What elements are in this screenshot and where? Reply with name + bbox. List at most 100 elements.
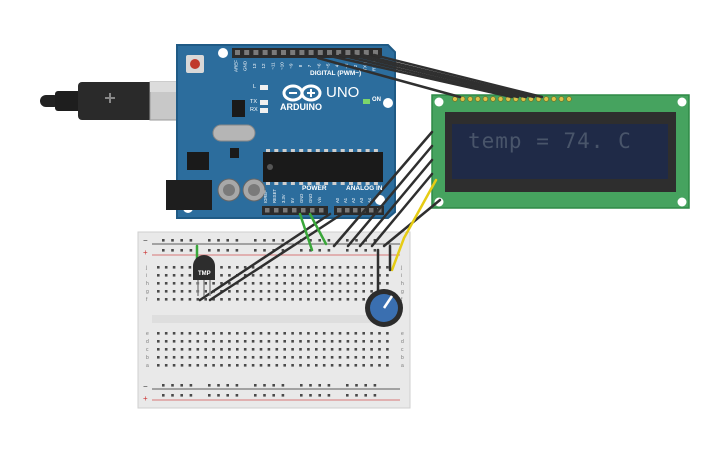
breadboard-hole[interactable] (275, 290, 279, 293)
breadboard-hole[interactable] (362, 356, 365, 359)
lcd-pin[interactable] (467, 96, 473, 102)
breadboard-hole[interactable] (220, 282, 223, 285)
breadboard-hole[interactable] (330, 290, 334, 293)
breadboard-hole[interactable] (330, 340, 334, 343)
breadboard-hole[interactable] (188, 340, 192, 343)
breadboard-hole[interactable] (180, 356, 184, 359)
breadboard-hole[interactable] (180, 298, 184, 301)
rail-hole[interactable] (180, 249, 183, 252)
rail-hole[interactable] (235, 249, 239, 252)
breadboard-hole[interactable] (164, 266, 168, 269)
breadboard-hole[interactable] (283, 266, 286, 269)
lcd-pin[interactable] (497, 96, 504, 102)
breadboard-hole[interactable] (188, 348, 192, 351)
rail-hole[interactable] (327, 239, 331, 242)
breadboard-hole[interactable] (212, 282, 215, 285)
breadboard-hole[interactable] (362, 348, 365, 351)
rail-hole[interactable] (235, 394, 239, 397)
breadboard-hole[interactable] (386, 348, 389, 351)
breadboard-hole[interactable] (236, 348, 239, 351)
breadboard-hole[interactable] (212, 348, 215, 351)
wire-black[interactable] (360, 53, 536, 99)
breadboard-hole[interactable] (354, 332, 358, 335)
breadboard-hole[interactable] (370, 348, 373, 351)
breadboard-hole[interactable] (346, 348, 350, 351)
rail-hole[interactable] (180, 384, 183, 387)
breadboard-hole[interactable] (315, 348, 318, 351)
breadboard-hole[interactable] (283, 332, 286, 335)
breadboard-hole[interactable] (164, 364, 168, 367)
power-pin[interactable] (283, 208, 288, 213)
wire-black[interactable] (358, 158, 434, 248)
breadboard-hole[interactable] (362, 298, 365, 301)
breadboard-hole[interactable] (322, 282, 326, 285)
breadboard-hole[interactable] (315, 290, 318, 293)
breadboard-hole[interactable] (315, 332, 318, 335)
breadboard-hole[interactable] (378, 340, 381, 343)
lcd-pin[interactable] (551, 96, 557, 102)
breadboard-hole[interactable] (370, 364, 373, 367)
breadboard-hole[interactable] (172, 348, 176, 351)
digital-pin[interactable] (253, 50, 259, 55)
breadboard-hole[interactable] (338, 332, 342, 335)
breadboard-hole[interactable] (299, 290, 302, 293)
breadboard-hole[interactable] (354, 340, 358, 343)
breadboard-hole[interactable] (267, 282, 271, 285)
breadboard-hole[interactable] (322, 290, 326, 293)
rail-hole[interactable] (309, 249, 312, 252)
lcd-pin[interactable] (490, 96, 496, 102)
breadboard-hole[interactable] (251, 364, 255, 367)
rail-hole[interactable] (272, 394, 275, 397)
breadboard-hole[interactable] (164, 298, 168, 301)
rail-hole[interactable] (189, 384, 193, 387)
rail-hole[interactable] (162, 384, 165, 387)
breadboard-hole[interactable] (188, 290, 192, 293)
breadboard-hole[interactable] (330, 274, 334, 277)
breadboard-hole[interactable] (220, 298, 223, 301)
breadboard-hole[interactable] (378, 266, 381, 269)
wire-black[interactable] (208, 212, 344, 302)
breadboard-hole[interactable] (204, 290, 207, 293)
breadboard-hole[interactable] (267, 332, 271, 335)
rail-hole[interactable] (208, 384, 211, 387)
digital-pin[interactable] (235, 50, 240, 55)
breadboard-hole[interactable] (354, 282, 358, 285)
wire-black[interactable] (316, 56, 462, 99)
wires[interactable] (195, 53, 544, 302)
breadboard-hole[interactable] (172, 356, 176, 359)
breadboard-hole[interactable] (307, 348, 310, 351)
breadboard-hole[interactable] (378, 274, 381, 277)
breadboard-hole[interactable] (220, 266, 223, 269)
breadboard-hole[interactable] (370, 332, 373, 335)
rail-hole[interactable] (208, 239, 211, 242)
rail-hole[interactable] (364, 394, 367, 397)
rail-hole[interactable] (162, 249, 165, 252)
breadboard-hole[interactable] (322, 298, 326, 301)
breadboard-hole[interactable] (267, 290, 271, 293)
breadboard-hole[interactable] (164, 356, 168, 359)
breadboard-hole[interactable] (291, 340, 294, 343)
lcd-pin[interactable] (543, 96, 549, 102)
breadboard-hole[interactable] (330, 348, 334, 351)
breadboard-hole[interactable] (275, 348, 279, 351)
rail-hole[interactable] (327, 384, 331, 387)
breadboard-hole[interactable] (370, 340, 373, 343)
breadboard-hole[interactable] (386, 340, 389, 343)
breadboard-hole[interactable] (157, 290, 160, 293)
lcd-pin[interactable] (566, 96, 572, 102)
breadboard-hole[interactable] (354, 290, 358, 293)
digital-pin[interactable] (327, 50, 332, 55)
wire-green[interactable] (298, 212, 314, 252)
breadboard-hole[interactable] (267, 266, 271, 269)
breadboard-hole[interactable] (236, 356, 239, 359)
digital-pin[interactable] (345, 50, 351, 55)
rail-hole[interactable] (373, 384, 377, 387)
breadboard-hole[interactable] (267, 348, 271, 351)
wire-black[interactable] (346, 144, 434, 248)
breadboard-hole[interactable] (196, 332, 200, 335)
breadboard-hole[interactable] (243, 298, 247, 301)
breadboard-hole[interactable] (251, 290, 255, 293)
breadboard-hole[interactable] (275, 340, 279, 343)
wire-black[interactable] (372, 53, 544, 99)
breadboard-hole[interactable] (228, 266, 231, 269)
